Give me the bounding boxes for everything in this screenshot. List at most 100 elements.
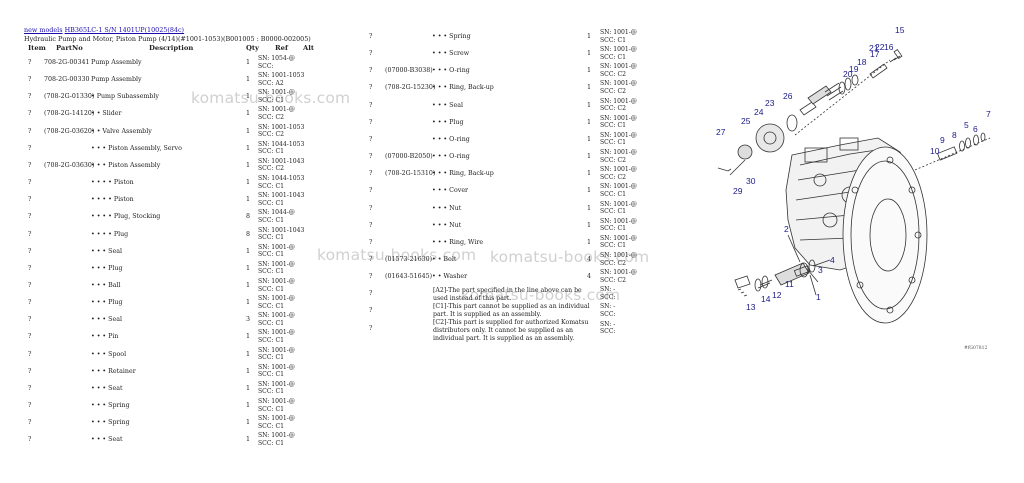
scc-text: SCC: C1 xyxy=(600,208,627,216)
row-description-cell: • • • Spool xyxy=(91,350,127,358)
callout-label: 25 xyxy=(741,116,751,126)
new-models-link[interactable]: new models xyxy=(24,26,63,34)
serial-number-text: SN: 1001-@ xyxy=(600,166,637,174)
scc-text: SCC: C2 xyxy=(258,165,285,173)
scc-text: SCC: C1 xyxy=(258,182,285,190)
row-item-cell: ? xyxy=(369,84,373,92)
row-qty-cell: 1 xyxy=(246,76,251,84)
serial-number-text: SN: 1001-1053 xyxy=(258,72,305,80)
row-item-cell: ? xyxy=(28,76,32,84)
serial-number-text: SN: - xyxy=(600,286,616,294)
serial-number-text: SN: 1001-@ xyxy=(600,200,637,208)
row-serial-cell: SN: 1001-@SCC: C1 xyxy=(258,244,295,259)
row-item-cell: ? xyxy=(369,187,373,195)
footnotes: [A2]-The part specified in the line abov… xyxy=(433,287,593,343)
row-description-cell: • • • • Plug, Stocking xyxy=(91,213,161,221)
note-c2: [C2]-This part is supplied for authorize… xyxy=(433,319,589,342)
scc-text: SCC: C1 xyxy=(258,371,285,379)
callout-label: 17 xyxy=(870,49,880,59)
row-description-cell: • • • Spring xyxy=(91,402,130,409)
scc-text: SCC: C1 xyxy=(258,251,285,259)
row-qty-cell: 1 xyxy=(587,221,592,229)
row-item-cell: ? xyxy=(28,264,32,272)
serial-number-text: SN: 1001-@ xyxy=(600,269,637,277)
row-partno-cell: (708-2G-03630) xyxy=(44,161,95,169)
table-row: ?SN: -SCC: xyxy=(369,286,649,304)
row-description-cell: • Pump Subassembly xyxy=(91,93,159,101)
scc-text: SCC: C1 xyxy=(258,96,285,104)
serial-number-text: SN: 1001-@ xyxy=(258,380,295,388)
row-item-cell: ? xyxy=(369,204,373,212)
row-item-cell: ? xyxy=(369,221,373,229)
row-description-cell: • • • O-ring xyxy=(432,135,470,143)
scc-text: SCC: C1 xyxy=(258,336,285,344)
row-serial-cell: SN: 1001-@SCC: C2 xyxy=(600,269,637,284)
row-serial-cell: SN: -SCC: xyxy=(600,286,616,301)
row-item-cell: ? xyxy=(28,110,32,118)
row-qty-cell: 1 xyxy=(246,264,251,272)
col-qty-header: Qty xyxy=(246,44,260,52)
row-description-cell: • • Slider xyxy=(91,110,122,118)
row-description-cell: • • • Cover xyxy=(432,187,469,195)
serial-number-text: SN: 1001-@ xyxy=(258,329,295,337)
row-serial-cell: SN: 1001-@SCC: C1 xyxy=(258,329,295,344)
model-link[interactable]: HB365LC-1 S/N 1401UP(10025(84c) xyxy=(64,26,185,34)
row-item-cell: ? xyxy=(28,281,32,289)
scc-text: SCC: C1 xyxy=(258,234,285,242)
scc-text: SCC: C1 xyxy=(258,268,285,276)
scc-text: SCC: C2 xyxy=(600,156,627,164)
row-item-cell: ? xyxy=(28,213,32,221)
row-description-cell: • • • Ball xyxy=(91,281,121,289)
row-qty-cell: 1 xyxy=(246,179,251,187)
serial-number-text: SN: - xyxy=(600,320,616,328)
callout-label: 1 xyxy=(816,292,821,302)
row-item-cell: ? xyxy=(28,402,32,409)
serial-number-text: SN: 1044-1053 xyxy=(258,140,305,148)
row-item-cell: ? xyxy=(369,50,373,58)
row-qty-cell: 1 xyxy=(587,204,592,212)
row-qty-cell: 1 xyxy=(246,144,251,152)
scc-text: SCC: C2 xyxy=(600,173,627,181)
serial-number-text: SN: 1001-@ xyxy=(258,243,295,251)
row-description-cell: • • • • Piston xyxy=(91,179,134,187)
scc-text: SCC: xyxy=(600,310,616,318)
row-qty-cell: 1 xyxy=(587,135,592,143)
row-item-cell: ? xyxy=(28,196,32,204)
row-qty-cell: 3 xyxy=(246,316,251,324)
note-c1: [C1]-This part cannot be supplied as an … xyxy=(433,303,590,318)
row-serial-cell: SN: 1054-@SCC: xyxy=(258,55,295,70)
row-description-cell: • • Bolt xyxy=(432,255,457,263)
row-serial-cell: SN: 1001-@SCC: C1 xyxy=(600,46,637,61)
row-description-cell: • • • Ring, Wire xyxy=(432,238,484,246)
row-description-cell: • • • Piston Assembly xyxy=(91,161,161,169)
row-description-cell: • • • O-ring xyxy=(432,67,470,75)
row-qty-cell: 1 xyxy=(587,170,592,178)
serial-number-text: SN: 1001-@ xyxy=(258,89,295,97)
col-ref-header: Ref xyxy=(275,44,288,52)
row-serial-cell: SN: 1001-@SCC: C1 xyxy=(258,347,295,362)
serial-number-text: SN: 1054-@ xyxy=(258,55,295,62)
serial-number-text: SN: 1001-@ xyxy=(258,398,295,405)
callout-label: 4 xyxy=(830,255,835,265)
serial-number-text: SN: 1001-@ xyxy=(258,432,295,440)
callout-label: 19 xyxy=(849,64,859,74)
row-item-cell: ? xyxy=(369,170,373,178)
scc-text: SCC: C2 xyxy=(600,276,627,284)
serial-number-text: SN: 1001-@ xyxy=(600,114,637,122)
row-qty-cell: 1 xyxy=(246,367,251,375)
row-qty-cell: 1 xyxy=(246,281,251,289)
row-item-cell: ? xyxy=(369,67,373,75)
